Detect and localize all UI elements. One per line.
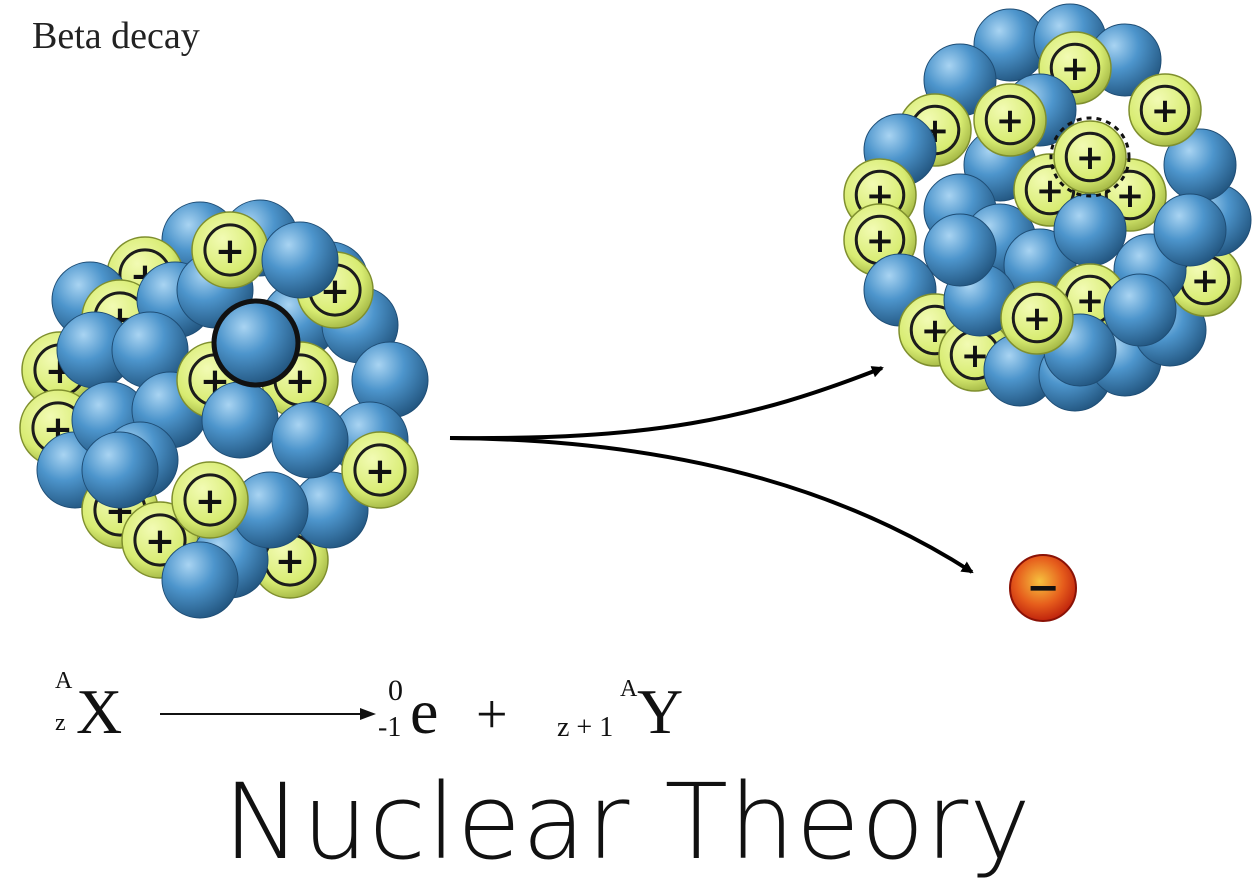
electron-symbol: e (410, 676, 438, 747)
proton-charge-symbol: + (1023, 299, 1052, 339)
proton-charge-symbol: + (1036, 171, 1065, 211)
daughter-atomic-number: z + 1 (557, 712, 613, 743)
new-proton-outline (1049, 116, 1131, 198)
plus-sign: + (476, 684, 508, 746)
proton: + (1049, 116, 1131, 198)
neutron (271, 401, 349, 479)
neutron (261, 221, 339, 299)
electron-mass-number: 0 (388, 674, 403, 707)
proton-charge-symbol: + (996, 101, 1025, 141)
parent-element-symbol: X (76, 676, 122, 747)
neutron (1053, 193, 1127, 267)
electron: − (1009, 554, 1077, 622)
proton-charge-symbol: + (866, 221, 895, 261)
daughter-element-symbol: Y (637, 676, 683, 747)
neutron (211, 298, 301, 388)
neutron (1153, 193, 1227, 267)
electron-charge-number: -1 (378, 712, 401, 743)
proton: + (1128, 73, 1202, 147)
proton: + (171, 461, 249, 539)
neutron (1103, 273, 1177, 347)
neutron (923, 213, 997, 287)
parent-mass-number: A (55, 668, 73, 694)
decaying-neutron-outline (211, 298, 301, 388)
diagram-title: Beta decay (32, 15, 200, 57)
proton: + (191, 211, 269, 289)
proton: + (1000, 281, 1074, 355)
proton-charge-symbol: + (1061, 49, 1090, 89)
daughter-nucleus: ++++++++++++++ (843, 3, 1252, 412)
proton-charge-symbol: + (1076, 138, 1105, 178)
proton-charge-symbol: + (215, 231, 245, 272)
proton-charge-symbol: + (1151, 91, 1180, 131)
proton-charge-symbol: + (365, 451, 395, 492)
parent-atomic-number: z (55, 710, 66, 736)
proton: + (973, 83, 1047, 157)
slide-title: Nuclear Theory (223, 761, 1032, 883)
proton-charge-symbol: + (1191, 261, 1220, 301)
decay-arrow-to-daughter (449, 366, 884, 441)
daughter-mass-number: A (620, 676, 638, 702)
parent-nucleus: +++++++++++++ (19, 199, 429, 619)
proton-charge-symbol: + (1116, 176, 1145, 216)
neutron (201, 381, 279, 459)
equation-arrowhead (360, 708, 376, 720)
neutron (161, 541, 239, 619)
proton-charge-symbol: + (195, 481, 225, 522)
decay-arrow-to-electron (449, 436, 974, 574)
proton: + (341, 431, 419, 509)
neutron (81, 431, 159, 509)
electron-charge-symbol: − (1026, 565, 1060, 611)
proton-charge-symbol: + (145, 521, 175, 562)
nuclear-equation: A z X 0 -1 e + z + 1 A Y (55, 668, 683, 747)
proton-charge-symbol: + (275, 541, 305, 582)
